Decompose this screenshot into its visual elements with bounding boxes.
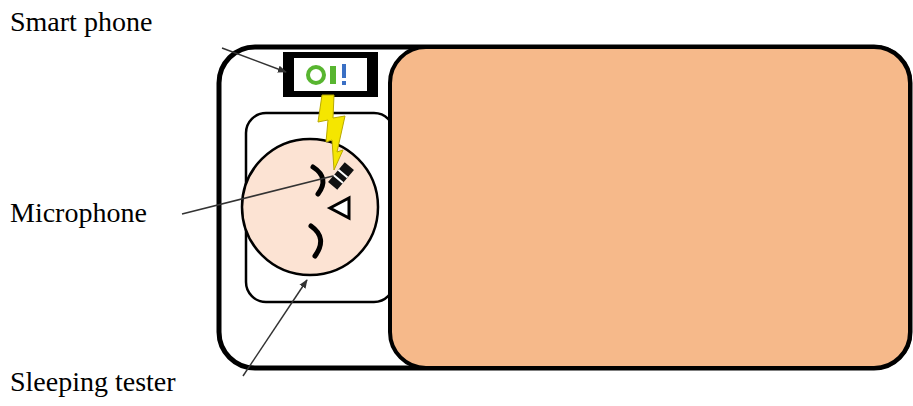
mouth bbox=[330, 198, 349, 218]
part-label: Sleeping tester bbox=[10, 366, 176, 398]
blanket bbox=[390, 47, 910, 368]
phone-body bbox=[283, 52, 378, 97]
app-icon bbox=[342, 64, 346, 78]
phone-screen bbox=[294, 58, 367, 91]
part-label: Smart phone bbox=[10, 6, 152, 38]
leader-arrow bbox=[243, 280, 307, 376]
wireless-bolt bbox=[318, 95, 345, 170]
leader-arrow bbox=[222, 48, 286, 72]
app-icon bbox=[342, 81, 346, 85]
bed-frame bbox=[219, 47, 910, 368]
eye bbox=[311, 226, 321, 256]
app-icon bbox=[330, 66, 336, 84]
leader-line bbox=[182, 176, 333, 214]
part-label: Microphone bbox=[10, 197, 147, 229]
head bbox=[242, 139, 378, 275]
app-icon bbox=[308, 67, 324, 83]
